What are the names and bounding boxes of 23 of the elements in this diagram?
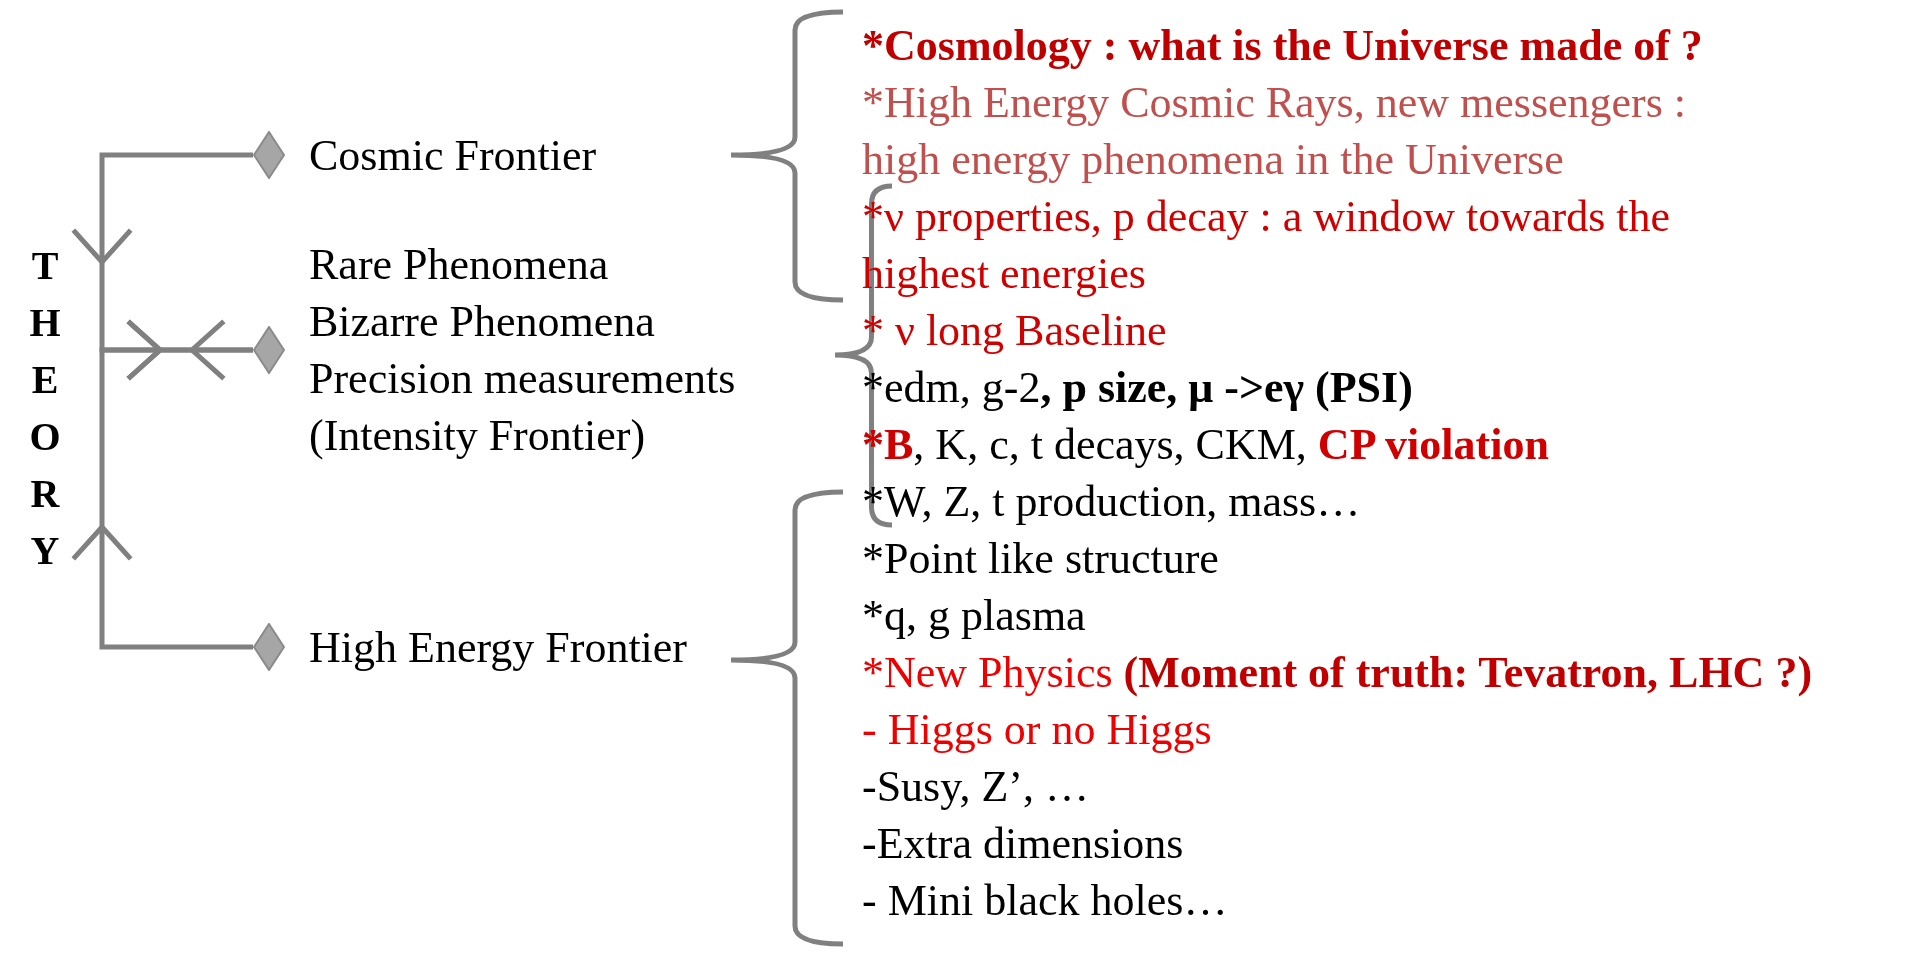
- vertical-title: THEORY: [28, 242, 62, 575]
- bullet-item: * ν long Baseline: [862, 305, 1168, 357]
- diamond-node: [253, 326, 285, 374]
- bullet-item: *High Energy Cosmic Rays, new messengers : high energy phenomena in the Universe: [862, 77, 1688, 186]
- bullet-item: -Extra dimensions: [862, 818, 1185, 870]
- bullet-item: *New Physics (Moment of truth: Tevatron, LHC ?): [862, 647, 1814, 699]
- frontier-label: High Energy Frontier: [309, 621, 689, 674]
- bullet-item: *q, g plasma: [862, 590, 1087, 642]
- diamond-node: [253, 131, 285, 179]
- frontier-label: Cosmic Frontier: [309, 129, 598, 182]
- frontier-label: Precision measurements (Intensity Frontier): [309, 353, 737, 462]
- frontier-label: Rare Phenomena: [309, 239, 610, 291]
- bullet-item: - Mini black holes…: [862, 875, 1229, 927]
- bullet-item: - Higgs or no Higgs: [862, 704, 1213, 756]
- bullet-item: *edm, g-2, p size, μ ->eγ (PSI): [862, 362, 1414, 414]
- bullet-item: -Susy, Z’, …: [862, 761, 1090, 813]
- bullet-item: *ν properties, p decay : a window towards the highest energies: [862, 191, 1671, 300]
- bullet-item: *W, Z, t production, mass…: [862, 476, 1362, 528]
- bullet-item: *Point like structure: [862, 533, 1220, 585]
- diamond-node: [253, 623, 285, 671]
- bullet-item: *Cosmology : what is the Universe made of ?: [862, 20, 1704, 72]
- bullet-item: *B, K, c, t decays, CKM, CP violation: [862, 419, 1550, 471]
- frontier-label: Bizarre Phenomena: [309, 296, 656, 348]
